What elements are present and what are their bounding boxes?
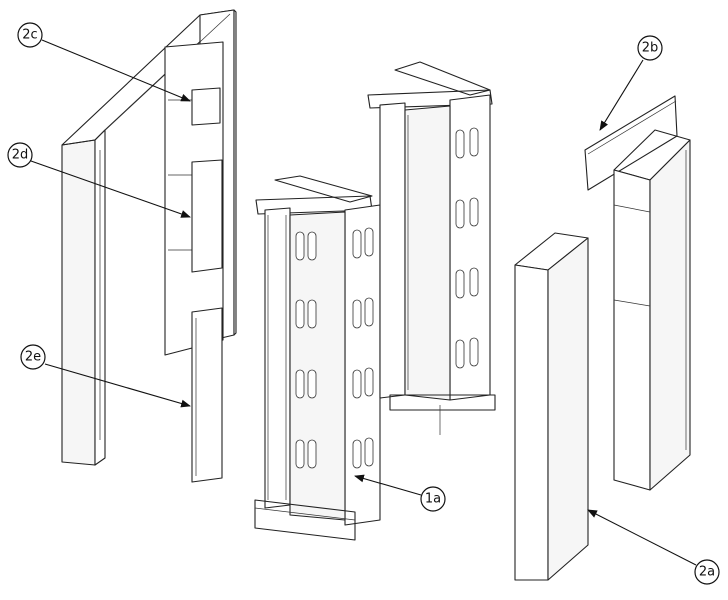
svg-text:2c: 2c — [22, 28, 37, 43]
cover-plate-2e — [191, 307, 223, 483]
callout-2b: 2b — [599, 35, 663, 131]
rack-rear — [367, 61, 496, 435]
right-side-panel-frame — [613, 129, 691, 491]
callout-2e: 2e — [20, 344, 191, 408]
callout-1a: 1a — [354, 474, 446, 512]
rack-1a — [254, 175, 381, 541]
svg-text:2a: 2a — [699, 565, 715, 580]
cover-plate-2d — [191, 159, 223, 273]
callout-2a: 2a — [587, 509, 720, 585]
callout-2c: 2c — [17, 22, 191, 102]
svg-text:1a: 1a — [425, 492, 441, 507]
svg-text:2b: 2b — [642, 41, 659, 56]
cover-plate-2c — [191, 87, 221, 126]
svg-text:2e: 2e — [25, 350, 41, 365]
callout-2d: 2d — [7, 142, 191, 218]
end-panel-2a — [514, 232, 589, 581]
svg-text:2d: 2d — [12, 148, 29, 163]
